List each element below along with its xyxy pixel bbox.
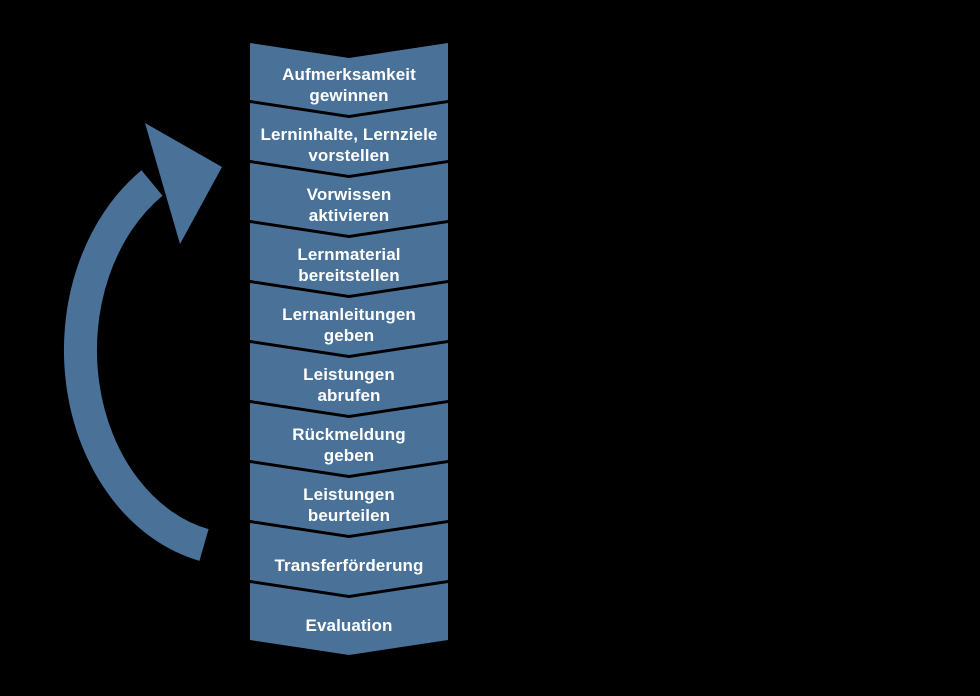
cycle-arrow-band (63, 170, 209, 561)
step-label: Leistungen (303, 365, 395, 384)
step-label: Vorwissen (306, 185, 392, 204)
step-label: geben (323, 326, 375, 345)
step-vorwissen-aktivieren: Vorwissen aktivieren (250, 163, 448, 235)
step-label: beurteilen (307, 506, 391, 525)
step-label: aktivieren (308, 206, 390, 225)
step-label: Aufmerksamkeit (282, 65, 416, 84)
step-lerninhalte-lernziele-vorstellen: Lerninhalte, Lernziele vorstellen (250, 103, 448, 175)
cycle-arrow-head (145, 123, 222, 244)
step-label: Evaluation (305, 615, 393, 635)
step-label: vorstellen (308, 146, 390, 165)
step-label: Leistungen (303, 485, 395, 504)
step-label: Transferförderung (274, 555, 424, 575)
step-aufmerksamkeit-gewinnen: Aufmerksamkeit gewinnen (250, 43, 448, 115)
step-label: gewinnen (309, 86, 389, 105)
step-label: abrufen (317, 386, 381, 405)
step-label: geben (323, 446, 375, 465)
step-label: Lernanleitungen (282, 305, 416, 324)
step-label: Lerninhalte, Lernziele (260, 125, 438, 144)
step-label: Rückmeldung (292, 425, 406, 444)
step-label: bereitstellen (298, 266, 400, 285)
step-label: Lernmaterial (297, 245, 401, 264)
